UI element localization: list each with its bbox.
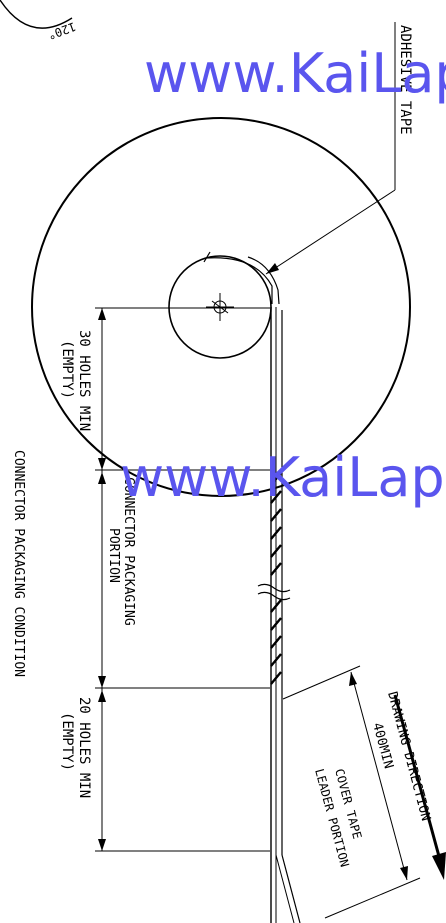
leader-ext-line-top: [282, 665, 361, 700]
watermark-top: www.KaiLap: [144, 42, 446, 105]
diagram-caption: CONNECTOR PACKAGING CONDITION: [11, 450, 26, 677]
leader-ext-line-bottom: [324, 877, 421, 919]
connector-packaging-portion-line2: PORTION: [106, 528, 121, 583]
reel-outer-circle: [31, 117, 411, 497]
dimension-20-holes: [98, 688, 106, 851]
holes-20-label: 20 HOLES MIN: [76, 697, 92, 798]
watermark-mid: www.KaiLap: [120, 446, 445, 509]
adhesive-tape-label: ADHESIVE TAPE: [397, 25, 413, 135]
hub-center-mark-icon: [206, 293, 234, 321]
dimension-30-holes: [98, 308, 106, 470]
angle-label: 120°: [46, 19, 78, 42]
empty-bottom-label: (EMPTY): [59, 712, 75, 771]
length-400min-label: 400MIN: [369, 721, 396, 770]
holes-30-label: 30 HOLES MIN: [76, 330, 92, 431]
empty-top-label: (EMPTY): [59, 340, 75, 399]
dimension-400min: [349, 671, 408, 881]
adhesive-tape-leader: [265, 189, 396, 275]
angle-arc: [0, 0, 73, 29]
dimension-packaging-portion: [98, 470, 106, 688]
tape-wrap: [205, 257, 273, 304]
tape-break-symbol: [257, 583, 291, 601]
drawing-direction-arrow: [393, 694, 446, 880]
connector-packaging-hatch: [270, 472, 282, 685]
cover-tape-leader: [281, 854, 301, 923]
connector-packaging-portion-line1: CONNECTOR PACKAGING: [121, 477, 136, 626]
adhesive-tape-arrowhead: [266, 263, 279, 274]
